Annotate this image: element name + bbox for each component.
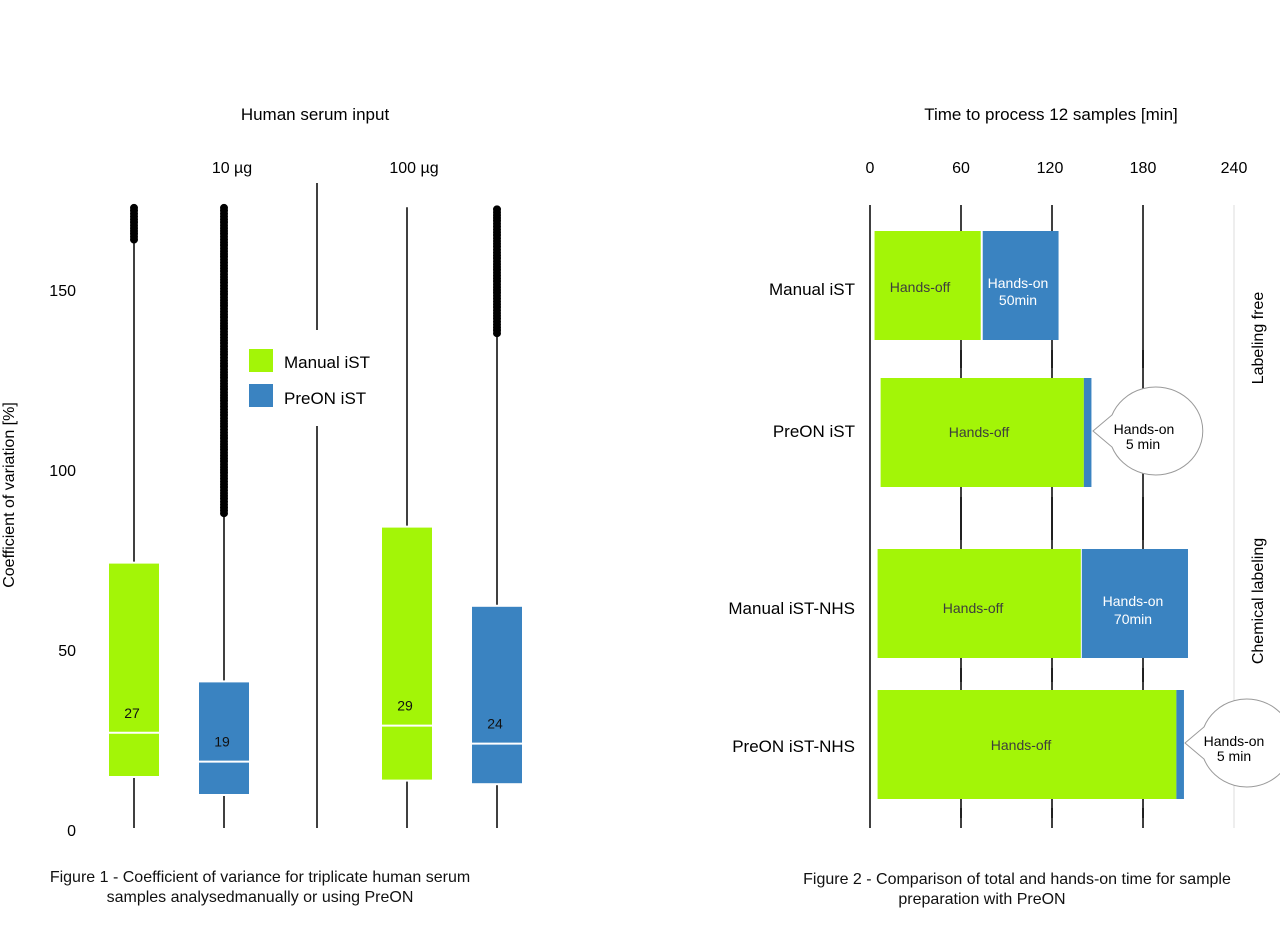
bar-label-handson-manual-ist-2: 50min [999,292,1037,308]
bar-label-handsoff-manual-nhs: Hands-off [943,600,1004,616]
outlier-point [493,205,501,214]
box-median-label: 19 [214,734,230,750]
figure2: Time to process 12 samples [min] 0 60 120 1… [728,105,1280,828]
box-median-label: 27 [124,705,140,721]
fig1-y-tick-label: 150 [49,283,76,300]
fig1-y-tick-label: 100 [49,463,76,480]
fig1-group-label-10: 10 µg [212,160,252,177]
outlier-point [130,203,138,212]
legend-swatch-preon [249,384,273,407]
side-group-label-chemical-labeling: Chemical labeling [1250,538,1267,664]
side-group-label-labeling-free: Labeling free [1250,292,1267,385]
outlier-point [220,203,228,212]
fig1-caption-line1: Figure 1 - Coefficient of variance for t… [49,869,471,886]
fig2-category-labels: Manual iST PreON iST Manual iST-NHS PreON i… [728,280,855,756]
fig2-category-label: PreON iST [773,422,855,441]
callout-bubble-preon-nhs [1184,698,1280,788]
box-median-label: 29 [397,698,413,714]
fig2-caption: Figure 2 - Comparison of total and hands… [762,870,1272,910]
fig1-group-label-100: 100 µg [389,160,438,177]
fig1-boxes: 27 19 29 24 [109,203,522,828]
bar-segment-hands-off [880,378,1084,487]
box-2: 19 [199,203,249,828]
bar-label-handsoff-preon-ist: Hands-off [949,424,1010,440]
box-1: 27 [109,203,159,828]
bar-segment-hands-off [874,231,981,340]
bar-segment-hands-on [1176,690,1184,799]
callout-preon-nhs: Hands-on 5 min [1184,698,1280,788]
fig2-x-tick-label: 120 [1037,160,1064,177]
fig1-caption: Figure 1 - Coefficient of variance for t… [10,868,510,908]
callout-preon-nhs-line2: 5 min [1217,748,1251,764]
box-body [382,527,432,780]
callout-bubble-preon-ist [1092,386,1204,476]
box-3: 29 [382,207,432,828]
bar-segment-hands-off [877,549,1081,658]
legend-swatch-manual [249,349,273,372]
box-body [472,606,522,784]
bar-label-handsoff-preon-nhs: Hands-off [991,737,1052,753]
callout-preon-ist: Hands-on 5 min [1092,386,1204,476]
fig2-category-label: Manual iST-NHS [728,599,855,618]
fig2-category-label: Manual iST [769,280,855,299]
fig2-bar-labels: Hands-off Hands-on 50min Hands-off Hands… [890,275,1164,753]
box-body [109,563,159,776]
fig2-category-label: PreON iST-NHS [732,737,855,756]
bar-segment-hands-off [877,690,1177,799]
fig1-title: Human serum input [241,105,390,124]
callout-preon-nhs-line1: Hands-on [1204,733,1265,749]
bar-label-handson-manual-ist-1: Hands-on [988,275,1049,291]
fig2-x-tick-label: 0 [866,160,875,177]
fig2-bars [874,231,1188,799]
bar-segment-hands-on [1083,378,1092,487]
fig1-y-tick-label: 50 [58,643,76,660]
fig1-y-axis-label: Coefficient of variation [%] [1,402,18,588]
legend-label-manual: Manual iST [284,353,370,372]
box-body [199,682,249,794]
box-median-label: 24 [487,716,503,732]
fig1-legend: Manual iST PreON iST [249,349,370,408]
fig2-caption-line2: preparation with PreON [898,891,1066,908]
fig2-x-tick-label: 180 [1130,160,1157,177]
callout-preon-ist-line2: 5 min [1126,436,1160,452]
fig1-caption-line2: samples analysedmanually or using PreON [106,889,414,906]
callout-preon-ist-line1: Hands-on [1114,421,1175,437]
fig1-y-ticks: 0 50 100 150 [49,283,76,840]
bar-segment-hands-on [982,231,1059,340]
figure1: Human serum input 10 µg 100 µg Coefficie… [1,105,522,840]
bar-label-handson-manual-nhs-1: Hands-on [1103,593,1164,609]
fig2-x-tick-label: 60 [952,160,970,177]
fig2-caption-line1: Figure 2 - Comparison of total and hands… [803,871,1231,888]
bar-label-handson-manual-nhs-2: 70min [1114,611,1152,627]
bar-label-handsoff-manual-ist: Hands-off [890,279,951,295]
box-4: 24 [472,205,522,828]
bar-segment-hands-on [1081,549,1188,658]
legend-label-preon: PreON iST [284,389,366,408]
fig2-title: Time to process 12 samples [min] [924,105,1178,124]
fig2-x-tick-label: 240 [1221,160,1248,177]
fig1-y-tick-label: 0 [67,823,76,840]
